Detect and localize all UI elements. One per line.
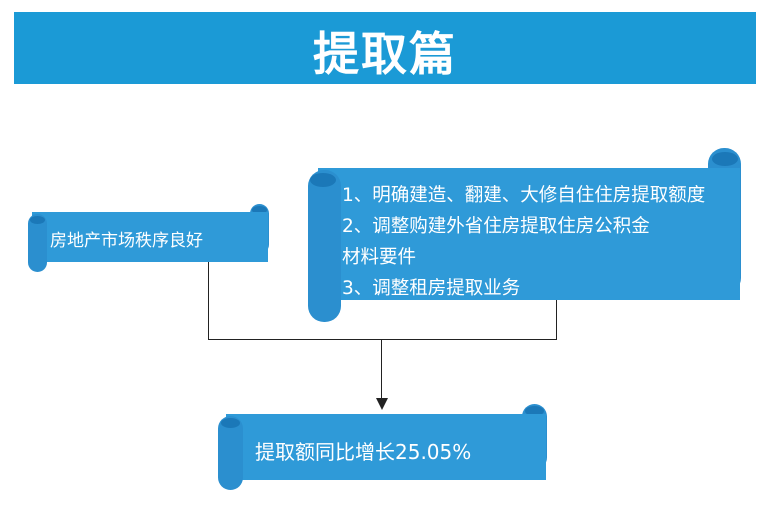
right-scroll-text: 1、明确建造、翻建、大修自住住房提取额度 2、调整购建外省住房提取住房公积金 材… <box>342 180 705 304</box>
connector-right <box>556 300 557 340</box>
page-title: 提取篇 <box>313 27 457 81</box>
connector-left <box>208 262 209 340</box>
item-line-1: 1、明确建造、翻建、大修自住住房提取额度 <box>342 185 706 206</box>
connector-down <box>381 340 382 400</box>
header-banner: 提取篇 <box>14 12 756 84</box>
left-scroll-text: 房地产市场秩序良好 <box>50 231 203 251</box>
arrow-head-icon <box>376 398 388 410</box>
item-line-4: 3、调整租房提取业务 <box>342 278 521 299</box>
bottom-scroll-text: 提取额同比增长25.05% <box>255 440 472 464</box>
connector-horizontal <box>208 339 557 340</box>
item-line-3: 材料要件 <box>342 247 417 268</box>
item-line-2: 2、调整购建外省住房提取住房公积金 <box>342 216 650 237</box>
